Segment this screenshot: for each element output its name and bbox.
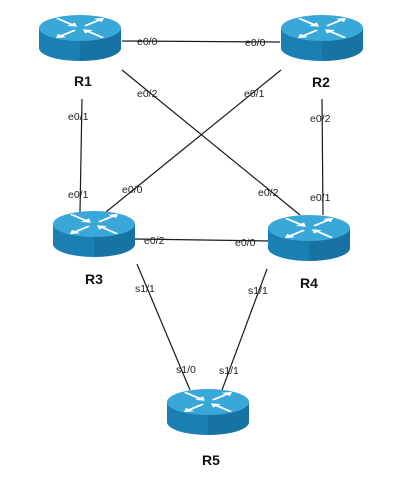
router-label-r5: R5 <box>202 452 220 468</box>
port-label-r1-r2: e0/0 <box>137 36 158 48</box>
router-icon <box>281 15 363 61</box>
router-label-r1: R1 <box>74 73 92 89</box>
link-r4-r5 <box>221 268 268 391</box>
router-icon <box>39 15 121 61</box>
port-label-r2-r1: e0/0 <box>245 37 266 49</box>
link-r2-r4 <box>321 98 324 216</box>
routers-layer <box>39 15 363 435</box>
port-label-r4-r1: e0/2 <box>258 187 279 199</box>
router-label-r2: R2 <box>312 74 330 90</box>
labels-layer: e0/0 e0/0 e0/2 e0/2 e0/1 e0/0 e0/1 e0/1 e0/2 e0/1… <box>68 36 331 468</box>
port-label-r2-r4: e0/2 <box>310 113 331 125</box>
port-label-r5-r4: s1/1 <box>219 365 239 377</box>
port-label-r3-r1: e0/1 <box>68 189 89 201</box>
link-r2-r3 <box>105 69 282 213</box>
router-r2[interactable] <box>281 15 363 61</box>
port-label-r4-r3: e0/0 <box>235 237 256 249</box>
port-label-r4-r5: s1/1 <box>248 285 268 297</box>
link-r1-r2 <box>121 40 281 43</box>
link-r1-r4 <box>121 69 301 216</box>
router-r5[interactable] <box>167 389 249 435</box>
router-icon <box>53 211 135 257</box>
port-label-r5-r3: s1/0 <box>176 364 196 376</box>
port-label-r3-r5: s1/1 <box>135 283 155 295</box>
port-label-r2-r3: e0/1 <box>244 88 265 100</box>
port-label-r3-r2: e0/0 <box>122 184 143 196</box>
port-label-r4-r2: e0/1 <box>310 192 331 204</box>
link-r1-r3 <box>79 98 83 213</box>
link-r3-r4 <box>134 238 271 242</box>
router-label-r4: R4 <box>300 275 318 291</box>
router-r1[interactable] <box>39 15 121 61</box>
links-layer <box>79 40 324 391</box>
port-label-r1-r3: e0/1 <box>68 111 89 123</box>
router-r4[interactable] <box>268 215 350 261</box>
port-label-r3-r4: e0/2 <box>144 235 165 247</box>
router-r3[interactable] <box>53 211 135 257</box>
port-label-r1-r4: e0/2 <box>137 88 158 100</box>
router-icon <box>167 389 249 435</box>
router-label-r3: R3 <box>85 271 103 287</box>
link-r3-r5 <box>136 263 191 391</box>
router-icon <box>268 215 350 261</box>
